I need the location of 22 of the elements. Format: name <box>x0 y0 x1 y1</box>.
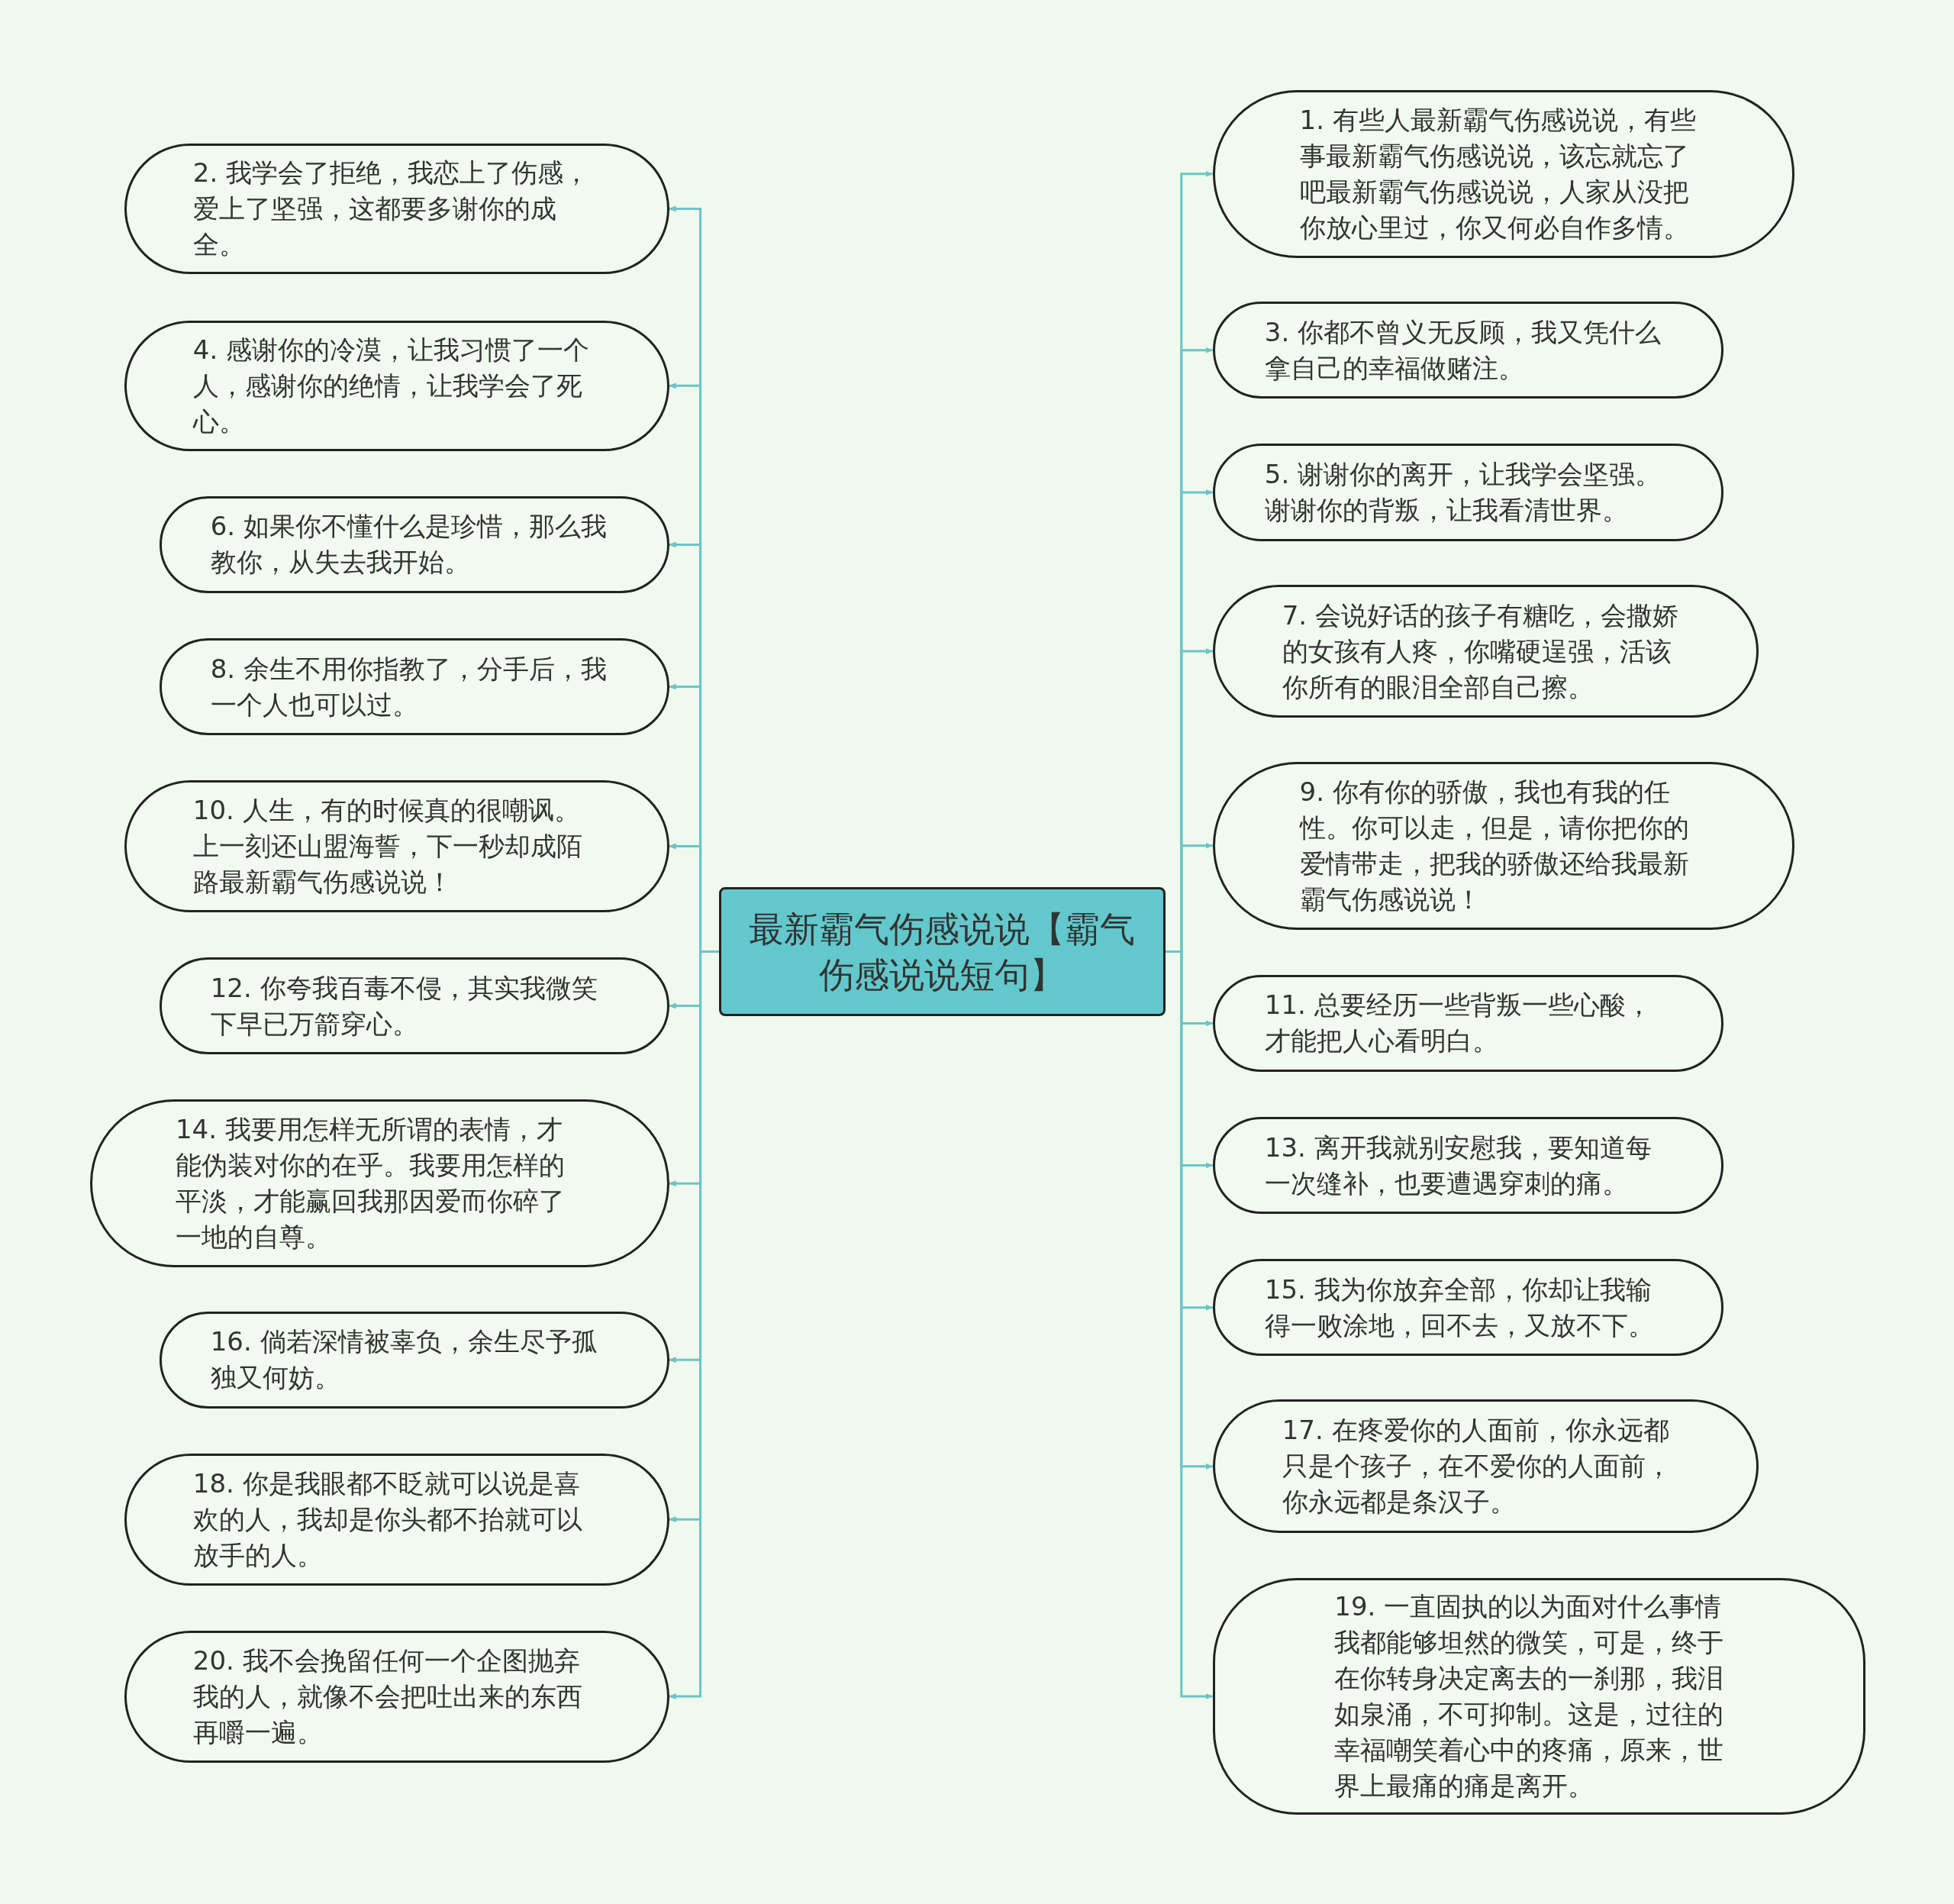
quote-text: 12. 你夸我百毒不侵，其实我微笑下早已万箭穿心。 <box>210 971 598 1041</box>
quote-text: 7. 会说好话的孩子有糖吃，会撒娇的女孩有人疼，你嘴硬逞强，活该你所有的眼泪全部自己擦。 <box>1282 599 1679 704</box>
quote-text: 5. 谢谢你的离开，让我学会坚强。谢谢你的背叛，让我看清世界。 <box>1264 457 1662 527</box>
quote-text: 10. 人生，有的时候真的很嘲讽。上一刻还山盟海誓，下一秒却成陌路最新霸气伤感说说！ <box>192 794 583 899</box>
topic-text: 最新霸气伤感说说【霸气伤感说说短句】 <box>748 907 1137 997</box>
quote-text: 14. 我要用怎样无所谓的表情，才能伪装对你的在乎。我要用怎样的平淡，才能赢回我那因爱而你碎了一地的自尊。 <box>175 1113 566 1254</box>
quote-text: 6. 如果你不懂什么是珍惜，那么我教你，从失去我开始。 <box>210 510 608 579</box>
quote-text: 15. 我为你放弃全部，你却让我输得一败涂地，回不去，又放不下。 <box>1264 1273 1655 1342</box>
quote-text: 3. 你都不曾义无反顾，我又凭什么拿自己的幸福做赌注。 <box>1264 315 1662 385</box>
quote-text: 1. 有些人最新霸气伤感说说，有些事最新霸气伤感说说，该忘就忘了吧最新霸气伤感说说，人家从没把你放心里过，你又何必自作多情。 <box>1299 103 1697 244</box>
quote-text: 18. 你是我眼都不眨就可以说是喜欢的人，我却是你头都不抬就可以放手的人。 <box>192 1467 583 1572</box>
quote-text: 9. 你有你的骄傲，我也有我的任性。你可以走，但是，请你把你的爱情带走，把我的骄傲还给我最新霸气伤感说说！ <box>1299 775 1690 916</box>
quote-text: 2. 我学会了拒绝，我恋上了伤感，爱上了坚强，这都要多谢你的成全。 <box>192 156 590 261</box>
quote-text: 13. 离开我就别安慰我，要知道每一次缝补，也要遭遇穿刺的痛。 <box>1264 1131 1653 1200</box>
quote-text: 4. 感谢你的冷漠，让我习惯了一个人，感谢你的绝情，让我学会了死心。 <box>192 333 590 438</box>
topic-box <box>719 887 1166 1016</box>
quote-text: 17. 在疼爱你的人面前，你永远都只是个孩子，在不爱你的人面前，你永远都是条汉子。 <box>1282 1414 1672 1519</box>
quote-text: 19. 一直固执的以为面对什么事情我都能够坦然的微笑，可是，终于在你转身决定离去的一刹那，我泪如泉涌，不可抑制。这是，过往的幸福嘲笑着心中的疼痛，原来，世界上最痛的痛是离开。 <box>1334 1590 1725 1803</box>
quote-text: 8. 余生不用你指教了，分手后，我一个人也可以过。 <box>210 652 608 721</box>
quote-text: 16. 倘若深情被辜负，余生尽予孤独又何妨。 <box>210 1325 598 1395</box>
quote-text: 20. 我不会挽留任何一个企图抛弃我的人，就像不会把吐出来的东西再嚼一遍。 <box>192 1644 583 1749</box>
quote-text: 11. 总要经历一些背叛一些心酸，才能把人心看明白。 <box>1264 989 1653 1058</box>
